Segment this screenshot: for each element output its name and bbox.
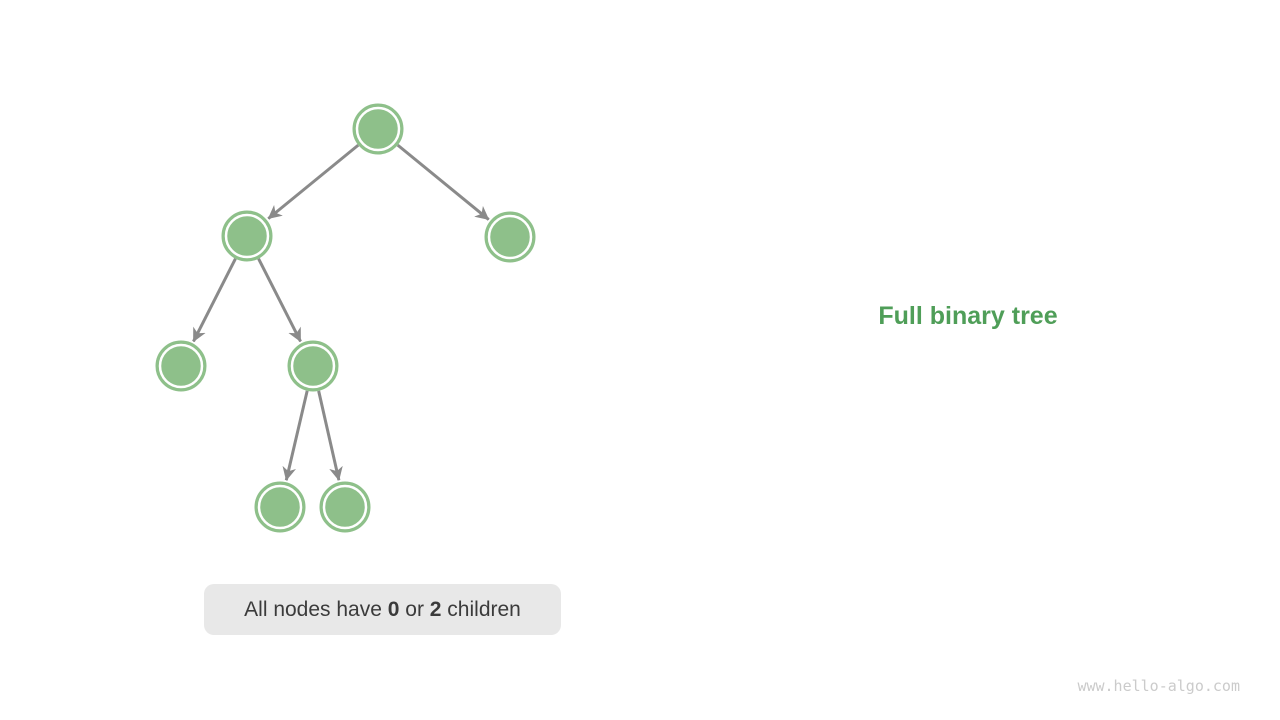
tree-node — [287, 340, 339, 392]
tree-edge — [257, 258, 302, 343]
tree-node — [319, 481, 371, 533]
tree-edge — [282, 390, 309, 481]
caption-bold-two: 2 — [429, 597, 442, 621]
tree-edge — [396, 143, 490, 221]
caption-bold-zero: 0 — [387, 597, 400, 621]
tree-edge — [267, 143, 360, 220]
tree-edge — [317, 390, 343, 481]
caption-box: All nodes have 0 or 2 children — [204, 584, 561, 635]
tree-node — [254, 481, 306, 533]
diagram-title: Full binary tree — [878, 302, 1058, 330]
tree-node — [221, 210, 273, 262]
tree-node — [155, 340, 207, 392]
caption-text-middle: or — [399, 597, 430, 621]
tree-edge — [192, 258, 237, 343]
binary-tree-diagram — [155, 103, 536, 533]
tree-node — [484, 211, 536, 263]
caption-text-prefix: All nodes have — [244, 597, 388, 621]
tree-node — [352, 103, 404, 155]
watermark: www.hello-algo.com — [1077, 677, 1240, 695]
caption-text-suffix: children — [441, 597, 521, 621]
